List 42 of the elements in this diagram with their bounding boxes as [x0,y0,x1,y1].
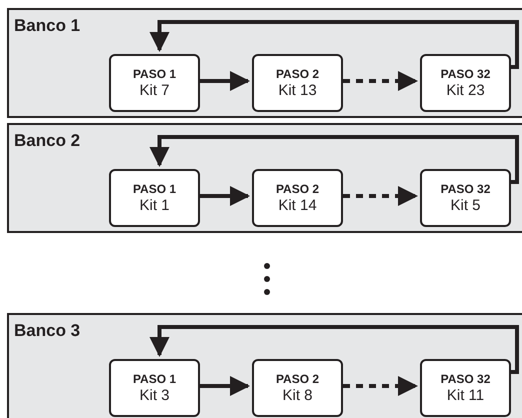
arrow [150,135,519,184]
step-label: PASO 1 [132,68,176,80]
step-label: PASO 32 [440,183,490,195]
kit-label: Kit 7 [139,83,170,98]
arrow [200,376,250,396]
bank-panel [7,8,522,118]
step-box [252,54,343,112]
step-label: PASO 32 [440,373,490,385]
kit-label: Kit 23 [446,83,485,98]
kit-label: Kit 3 [139,388,170,403]
arrow [150,325,519,374]
arrow [343,376,418,396]
arrow [150,20,519,69]
arrow [200,186,250,206]
step-box [420,359,511,417]
bank-panel [7,313,522,418]
step-label: PASO 1 [132,183,176,195]
step-box [109,359,200,417]
step-label: PASO 1 [132,373,176,385]
kit-label: Kit 11 [446,388,484,403]
bank-title: Banco 3 [14,320,80,342]
step-label: PASO 2 [276,183,320,195]
kit-label: Kit 8 [282,388,312,403]
step-box [252,169,343,227]
bank-title: Banco 2 [14,130,80,152]
bank-title: Banco 1 [14,15,80,36]
step-box [252,359,343,417]
step-box [109,54,200,112]
bank-panel [7,123,522,233]
step-label: PASO 32 [440,68,490,80]
step-box [109,169,200,227]
arrow [200,71,250,91]
step-label: PASO 2 [276,373,320,385]
kit-label: Kit 14 [278,198,317,213]
kit-label: Kit 5 [450,198,480,213]
step-box [420,169,511,227]
arrow [343,71,418,91]
step-box [420,54,511,112]
step-label: PASO 2 [276,68,320,80]
kit-label: Kit 13 [278,83,317,98]
kit-label: Kit 1 [139,198,170,213]
arrow [343,186,418,206]
